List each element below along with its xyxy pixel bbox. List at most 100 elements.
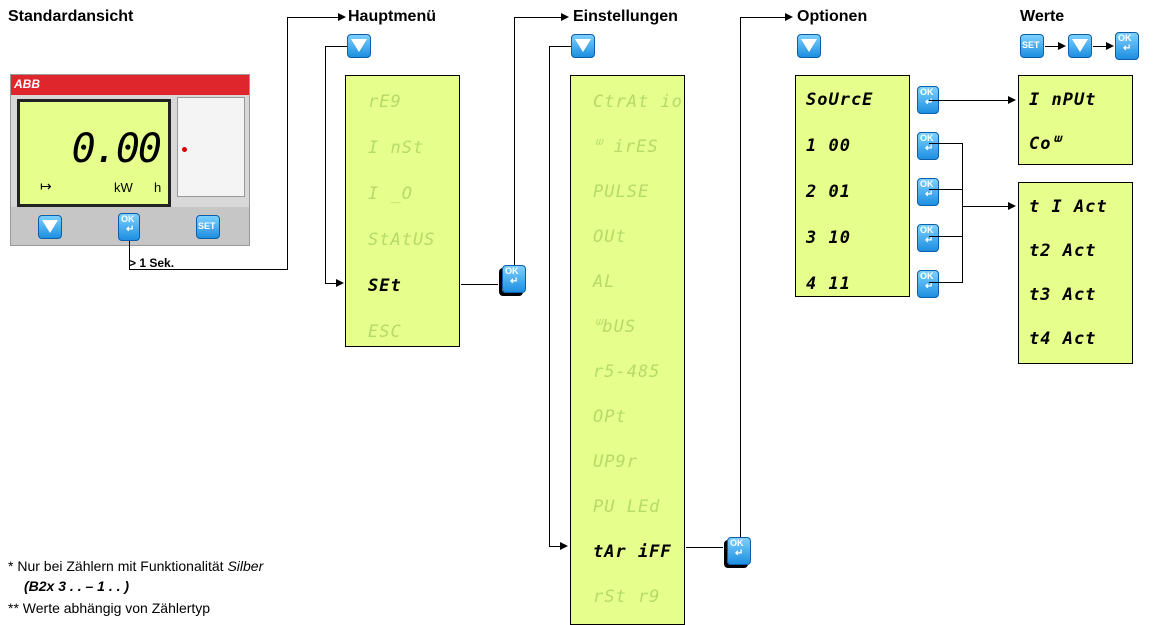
werte-input-item: Coᐜ xyxy=(1029,134,1061,154)
footnote-silber-italic: Silber xyxy=(227,558,264,574)
arrowhead xyxy=(1106,42,1114,50)
hauptmenu-down-button[interactable] xyxy=(347,34,371,58)
hauptmenu-item: rE9 xyxy=(368,92,402,112)
enter-arrow-icon: ↵ xyxy=(925,189,934,200)
connector xyxy=(325,283,337,284)
enter-arrow-icon: ↵ xyxy=(925,281,934,292)
optionen-ok-button[interactable]: OK↵ xyxy=(917,178,939,206)
optionen-item: 4 11 xyxy=(806,274,851,294)
optionen-down-button[interactable] xyxy=(797,34,821,58)
hauptmenu-item: I nSt xyxy=(368,138,425,158)
werte-act-item: t2 Act xyxy=(1029,241,1097,261)
connector xyxy=(129,269,287,270)
connector xyxy=(929,143,962,144)
hold-connector xyxy=(129,241,130,269)
ok-label: OK xyxy=(505,266,519,276)
header-hauptmenu: Hauptmenü xyxy=(348,8,436,25)
enter-arrow-icon: ↵ xyxy=(925,235,934,246)
direction-indicator-icon: ↦ xyxy=(40,178,52,194)
connector xyxy=(740,17,786,18)
optionen-ok-button[interactable]: OK↵ xyxy=(917,224,939,252)
ok-label: OK xyxy=(920,271,934,281)
werte-act-panel: t I Act t2 Act t3 Act t4 Act xyxy=(1018,182,1133,364)
arrowhead xyxy=(561,13,569,21)
unit-kw: kW xyxy=(114,180,133,195)
enter-arrow-icon: ↵ xyxy=(510,276,519,287)
connector xyxy=(929,236,962,237)
einstellungen-item: OUt xyxy=(593,227,627,247)
header-standardansicht: Standardansicht xyxy=(8,8,134,25)
hauptmenu-ok-button[interactable]: OK ↵ xyxy=(502,265,526,293)
werte-down-button[interactable] xyxy=(1068,34,1092,58)
header-werte: Werte xyxy=(1020,8,1065,25)
werte-act-item: t4 Act xyxy=(1029,329,1097,349)
connector xyxy=(1093,46,1107,47)
einstellungen-item: PULSE xyxy=(593,182,650,202)
werte-ok-button[interactable]: OK ↵ xyxy=(1115,32,1139,60)
arrow-down-icon xyxy=(575,39,591,52)
arrowhead xyxy=(1058,42,1066,50)
connector xyxy=(461,284,498,285)
optionen-item: SoUrcE xyxy=(806,90,874,110)
connector xyxy=(740,17,741,537)
unit-h: h xyxy=(154,180,162,195)
connector xyxy=(325,46,347,47)
optionen-item: 2 01 xyxy=(806,182,851,202)
connector xyxy=(929,100,1009,101)
meter-display: 0.00 ↦ kW h xyxy=(17,99,171,207)
connector xyxy=(514,17,515,265)
meter-ok-button[interactable]: OK ↵ xyxy=(118,213,140,241)
footnote-silber-text: * Nur bei Zählern mit Funktionalität xyxy=(8,558,228,574)
connector xyxy=(1045,46,1059,47)
einstellungen-item: tAr iFF xyxy=(593,542,672,562)
einstellungen-down-button[interactable] xyxy=(571,34,595,58)
connector xyxy=(325,46,326,283)
optionen-item: 1 00 xyxy=(806,136,851,156)
einstellungen-item: rSt r9 xyxy=(593,587,661,607)
arrow-down-icon xyxy=(42,220,58,233)
connector xyxy=(287,17,288,270)
werte-act-item: t I Act xyxy=(1029,197,1108,217)
connector xyxy=(929,282,962,283)
enter-arrow-icon: ↵ xyxy=(735,548,744,559)
connector xyxy=(549,46,571,47)
hold-label: > 1 Sek. xyxy=(129,256,175,270)
optionen-ok-button[interactable]: OK↵ xyxy=(917,132,939,160)
status-led-icon xyxy=(182,147,187,152)
set-label: SET xyxy=(198,221,216,231)
arrowhead xyxy=(338,13,346,21)
einstellungen-item: UP9r xyxy=(593,452,638,472)
arrow-down-icon xyxy=(351,39,367,52)
meter-down-button[interactable] xyxy=(38,215,62,239)
arrowhead xyxy=(1008,96,1016,104)
ok-label: OK xyxy=(920,87,934,97)
ok-label: OK xyxy=(920,179,934,189)
optionen-ok-button[interactable]: OK↵ xyxy=(917,86,939,114)
einstellungen-item: PU LEd xyxy=(593,497,661,517)
einstellungen-item: r5-485 xyxy=(593,362,661,382)
abb-logo: ABB xyxy=(14,77,40,91)
werte-act-item: t3 Act xyxy=(1029,285,1097,305)
connector xyxy=(549,46,550,546)
arrowhead xyxy=(336,279,344,287)
optionen-item: 3 10 xyxy=(806,228,851,248)
arrowhead xyxy=(1008,202,1016,210)
connector xyxy=(962,143,963,283)
einstellungen-item: CtrAt io xyxy=(593,92,683,112)
enter-arrow-icon: ↵ xyxy=(925,143,934,154)
connector xyxy=(962,206,1009,207)
optionen-panel: SoUrcE 1 00 2 01 3 10 4 11 xyxy=(795,75,910,297)
footnote-model: (B2x 3 . . – 1 . . ) xyxy=(24,578,130,594)
werte-set-button[interactable]: SET xyxy=(1020,34,1044,58)
header-optionen: Optionen xyxy=(797,8,868,25)
enter-arrow-icon: ↵ xyxy=(1123,43,1132,54)
optionen-ok-button[interactable]: OK↵ xyxy=(917,270,939,298)
enter-arrow-icon: ↵ xyxy=(925,97,934,108)
connector xyxy=(686,547,723,548)
footnote-silber: * Nur bei Zählern mit Funktionalität Sil… xyxy=(8,558,263,574)
abb-brand-bar: ABB xyxy=(11,75,249,95)
meter-set-button[interactable]: SET xyxy=(196,215,220,239)
einstellungen-ok-button[interactable]: OK ↵ xyxy=(727,537,751,565)
